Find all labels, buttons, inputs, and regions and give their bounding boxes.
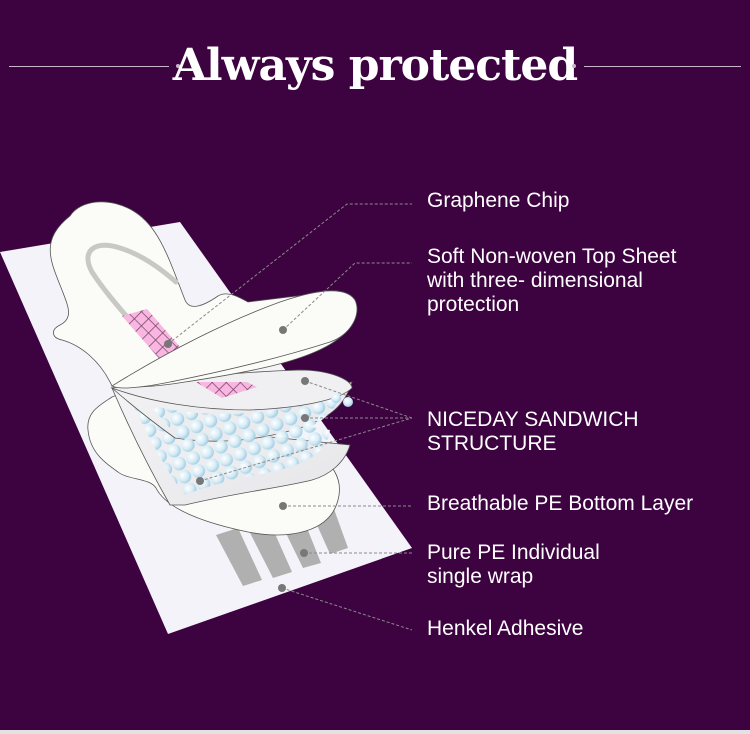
title-dot-left (176, 64, 180, 68)
label-top-sheet: Soft Non-woven Top Sheet with three- dim… (427, 245, 677, 316)
label-bottom-layer: Breathable PE Bottom Layer (427, 492, 694, 515)
title-divider-left (9, 66, 169, 67)
title-row: Always protected (0, 30, 750, 100)
label-graphene-chip: Graphene Chip (427, 189, 570, 212)
top-sheet-flap (111, 290, 358, 389)
label-sandwich-structure: NICEDAY SANDWICH STRUCTURE (427, 408, 639, 455)
leader-lines (167, 203, 413, 631)
label-single-wrap: Pure PE Individual single wrap (427, 541, 600, 588)
graphene-chip-lower (196, 382, 257, 398)
bead-core-upper (150, 396, 340, 443)
page-title: Always protected (172, 40, 578, 91)
label-henkel-adhesive: Henkel Adhesive (427, 617, 584, 640)
leader-dots (164, 326, 309, 592)
title-divider-right (584, 66, 741, 67)
bottom-strip (0, 730, 750, 734)
title-dot-right (572, 64, 576, 68)
